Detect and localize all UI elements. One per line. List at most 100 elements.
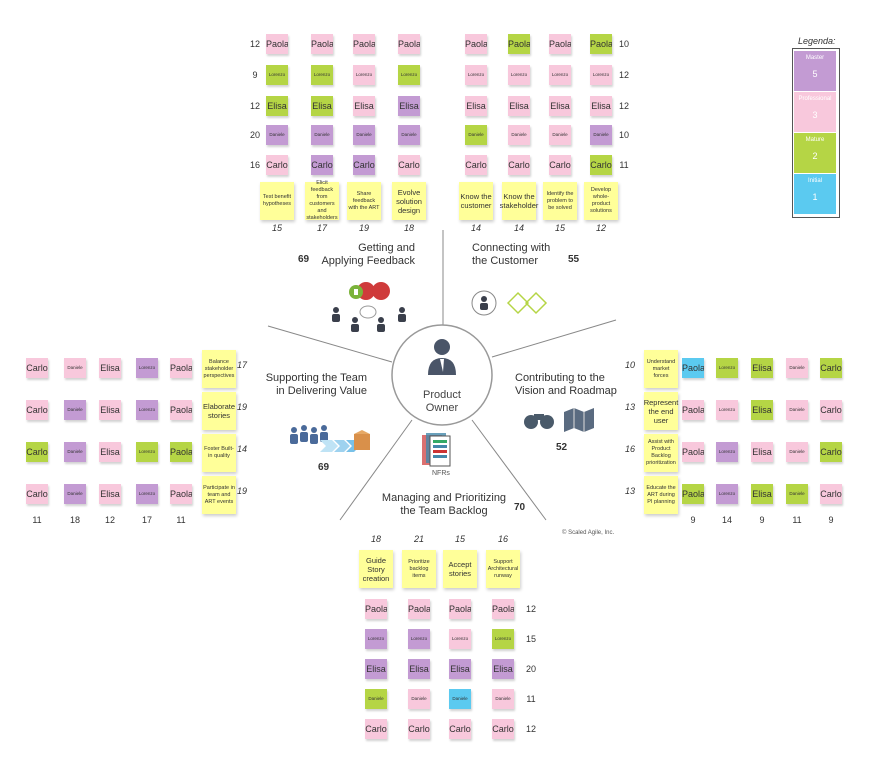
note-left-paola-2: Paola (170, 400, 192, 420)
row-total-top-left-carlo: 16 (249, 160, 260, 170)
competency-sticky-top-right-4: Develop whole-product solutions (584, 182, 618, 220)
col-total-left-paola: 11 (176, 515, 186, 525)
note-right-carlo-2: Carlo (820, 400, 842, 420)
col-total-left-lorenzo: 17 (141, 515, 152, 525)
note-bottom-carlo-1: Carlo (365, 719, 387, 739)
legend-title: Legenda: (798, 36, 836, 46)
note-top-left-daniele-3: Daniele (353, 125, 375, 145)
note-bottom-paola-2: Paola (408, 599, 430, 619)
note-top-left-daniele-2: Daniele (311, 125, 333, 145)
note-top-right-carlo-1: Carlo (465, 155, 487, 175)
note-left-daniele-3: Daniele (64, 442, 86, 462)
vision-binoculars-map-icon (524, 408, 594, 432)
competency-total-top-left-1: 15 (271, 223, 282, 233)
note-top-right-elisa-4: Elisa (590, 96, 612, 116)
note-bottom-paola-4: Paola (492, 599, 514, 619)
competency-total-bottom-1: 18 (370, 534, 381, 544)
product-owner-icon (428, 339, 456, 375)
competency-total-bottom-4: 16 (497, 534, 508, 544)
note-top-left-lorenzo-3: Lorenzo (353, 65, 375, 85)
note-bottom-carlo-2: Carlo (408, 719, 430, 739)
row-total-top-left-elisa: 12 (249, 101, 260, 111)
competency-sticky-top-right-3: Identify the problem to be solved (543, 182, 577, 220)
note-top-right-elisa-2: Elisa (508, 96, 530, 116)
competency-total-right-2: 13 (624, 402, 635, 412)
note-bottom-carlo-4: Carlo (492, 719, 514, 739)
note-top-left-paola-2: Paola (311, 34, 333, 54)
note-top-left-carlo-2: Carlo (311, 155, 333, 175)
note-top-left-daniele-4: Daniele (398, 125, 420, 145)
note-left-carlo-4: Carlo (26, 484, 48, 504)
note-top-left-carlo-4: Carlo (398, 155, 420, 175)
competency-total-top-right-4: 12 (595, 223, 606, 233)
note-right-daniele-3: Daniele (786, 442, 808, 462)
area-feedback-score: 69 (298, 254, 310, 265)
note-bottom-daniele-4: Daniele (492, 689, 514, 709)
col-total-right-carlo: 9 (828, 515, 834, 525)
competency-sticky-left-3: Foster Built-in quality (202, 434, 236, 472)
note-top-left-elisa-4: Elisa (398, 96, 420, 116)
center-line-2: Owner (425, 402, 459, 414)
competency-total-top-left-2: 17 (316, 223, 327, 233)
note-left-elisa-3: Elisa (99, 442, 121, 462)
note-top-left-elisa-1: Elisa (266, 96, 288, 116)
note-right-lorenzo-3: Lorenzo (716, 442, 738, 462)
note-bottom-daniele-2: Daniele (408, 689, 430, 709)
note-top-right-daniele-4: Daniele (590, 125, 612, 145)
competency-total-top-left-4: 18 (403, 223, 414, 233)
note-right-carlo-4: Carlo (820, 484, 842, 504)
competency-total-left-1: 17 (236, 360, 247, 370)
note-top-right-carlo-2: Carlo (508, 155, 530, 175)
col-total-right-paola: 9 (690, 515, 696, 525)
col-total-right-daniele: 11 (792, 515, 802, 525)
competency-sticky-bottom-4: Support Architectural runway (486, 550, 520, 588)
note-right-elisa-3: Elisa (751, 442, 773, 462)
feedback-people-icon (332, 282, 406, 332)
competency-total-bottom-2: 21 (413, 534, 424, 544)
copyright: © Scaled Agile, Inc. (562, 530, 615, 536)
competency-sticky-top-left-2: Elicit feedback from customers and stake… (305, 180, 339, 221)
area-customer-score: 55 (568, 254, 580, 265)
note-top-left-paola-3: Paola (353, 34, 375, 54)
note-top-left-carlo-3: Carlo (353, 155, 375, 175)
note-top-right-lorenzo-2: Lorenzo (508, 65, 530, 85)
backlog-nfr-label: NFRs (432, 470, 450, 477)
row-total-top-left-daniele: 20 (249, 130, 260, 140)
note-bottom-carlo-3: Carlo (449, 719, 471, 739)
note-top-right-lorenzo-1: Lorenzo (465, 65, 487, 85)
competency-sticky-top-left-3: Share feedback with the ART (347, 182, 381, 220)
note-top-right-paola-2: Paola (508, 34, 530, 54)
note-bottom-lorenzo-2: Lorenzo (408, 629, 430, 649)
row-total-bottom-carlo: 12 (525, 724, 536, 734)
row-total-top-right-lorenzo: 12 (618, 70, 629, 80)
note-right-elisa-2: Elisa (751, 400, 773, 420)
note-left-carlo-3: Carlo (26, 442, 48, 462)
note-right-carlo-3: Carlo (820, 442, 842, 462)
note-top-left-paola-1: Paola (266, 34, 288, 54)
note-top-right-paola-4: Paola (590, 34, 612, 54)
note-top-left-lorenzo-4: Lorenzo (398, 65, 420, 85)
note-bottom-paola-1: Paola (365, 599, 387, 619)
backlog-nfr-icon (422, 433, 451, 467)
note-bottom-paola-3: Paola (449, 599, 471, 619)
note-left-paola-4: Paola (170, 484, 192, 504)
competency-sticky-left-4: Participate in team and ART events (202, 476, 236, 514)
note-left-lorenzo-1: Lorenzo (136, 358, 158, 378)
competency-sticky-bottom-2: Prioritize backlog items (402, 550, 436, 588)
note-right-carlo-1: Carlo (820, 358, 842, 378)
row-total-top-right-elisa: 12 (618, 101, 629, 111)
col-total-left-elisa: 12 (104, 515, 115, 525)
note-left-lorenzo-4: Lorenzo (136, 484, 158, 504)
area-backlog-score: 70 (514, 502, 526, 513)
note-right-daniele-2: Daniele (786, 400, 808, 420)
area-vision-score: 52 (556, 442, 568, 453)
competency-sticky-right-3: Assist with Product Backlog prioritizati… (644, 434, 678, 472)
competency-sticky-top-right-1: Know the customer (459, 182, 493, 220)
note-right-elisa-4: Elisa (751, 484, 773, 504)
note-left-daniele-4: Daniele (64, 484, 86, 504)
note-left-paola-3: Paola (170, 442, 192, 462)
